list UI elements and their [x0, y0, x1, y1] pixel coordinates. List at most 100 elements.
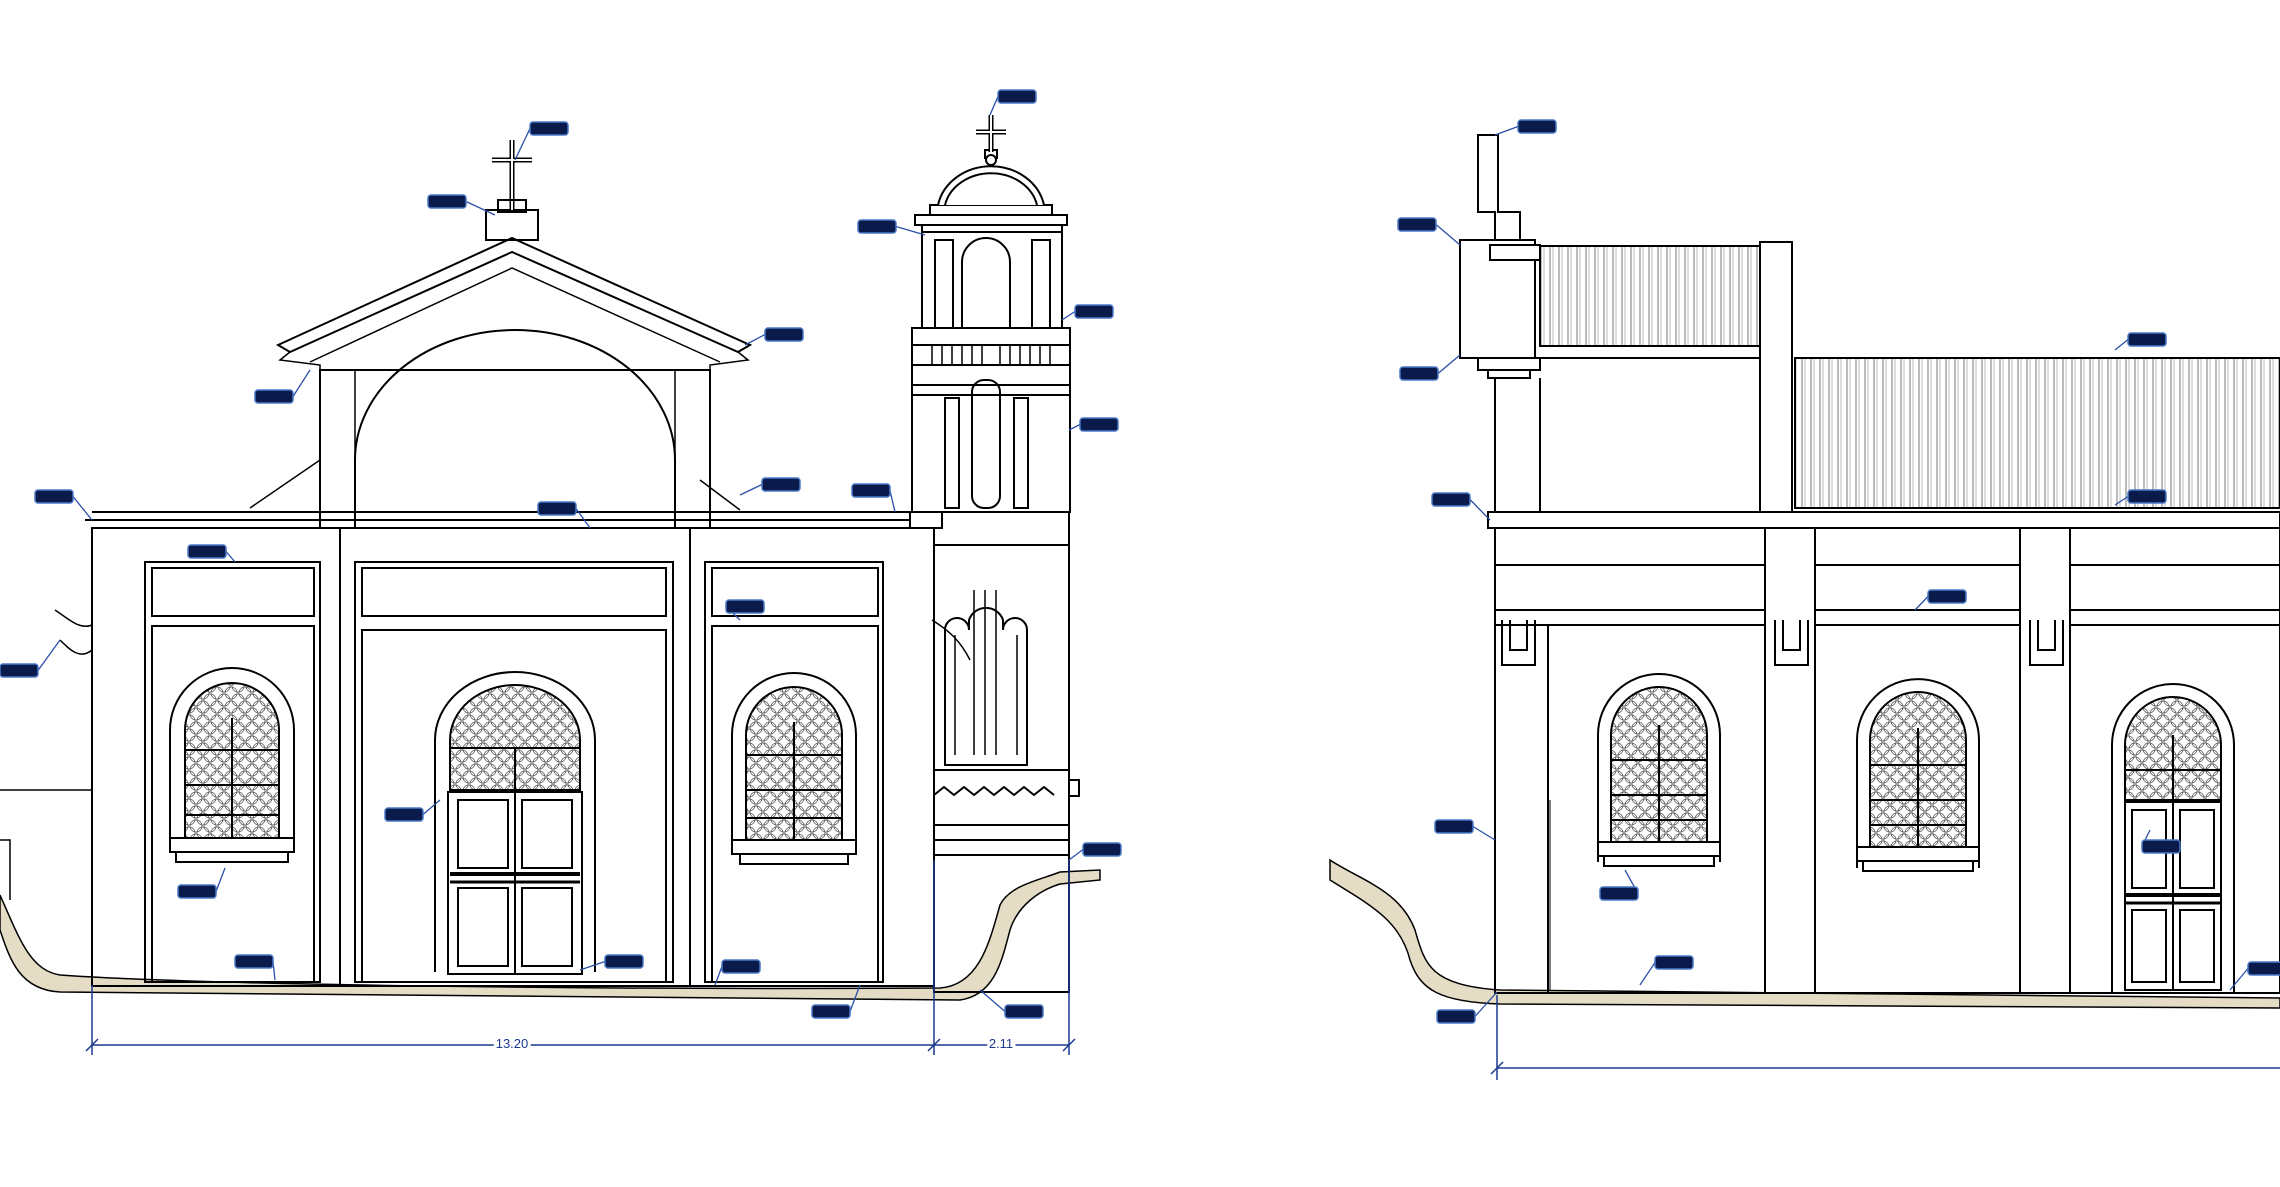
- annotation-tag: [1436, 991, 1498, 1024]
- annotation-leader: [2114, 495, 2129, 506]
- annotation-tag: [1397, 217, 1461, 246]
- annotation-tag-box: [34, 489, 74, 504]
- annotation-tag-box: [725, 599, 765, 614]
- annotation-tag: [857, 219, 926, 236]
- annotation-tag: [177, 867, 226, 899]
- annotation-leader: [1061, 310, 1076, 321]
- annotation-leader: [215, 867, 226, 892]
- annotation-tag: [254, 369, 311, 404]
- annotation-leader: [579, 960, 606, 971]
- annotation-tag-box: [1434, 819, 1474, 834]
- annotation-tag: [1639, 955, 1694, 986]
- annotation-tag: [2114, 489, 2167, 506]
- annotation-tag: [714, 959, 761, 986]
- annotation-tag: [1068, 842, 1122, 861]
- annotation-tag-box: [427, 194, 467, 209]
- annotation-tag: [1061, 304, 1114, 321]
- front-center-door: [434, 671, 596, 975]
- annotation-leader: [1472, 825, 1496, 841]
- annotation-tag: [811, 984, 861, 1019]
- annotation-tag: [1599, 869, 1639, 901]
- annotation-tag-box: [2127, 332, 2167, 347]
- annotation-tags: [0, 89, 2280, 1024]
- annotation-tag-box: [234, 954, 274, 969]
- annotation-leader: [1474, 991, 1498, 1017]
- side-door: [2111, 683, 2235, 992]
- annotation-leader: [1914, 596, 1929, 611]
- annotation-tag-box: [537, 501, 577, 516]
- annotation-tag: [2141, 829, 2181, 854]
- annotation-leader: [2114, 338, 2129, 351]
- annotation-tag-box: [187, 544, 227, 559]
- annotation-tag-box: [1074, 304, 1114, 319]
- annotation-tag: [2229, 961, 2280, 991]
- front-dimension-lines: [85, 860, 1076, 1055]
- side-dimension-lines: [1490, 995, 2280, 1080]
- annotation-tag-box: [2141, 839, 2181, 854]
- front-elevation: [0, 115, 1101, 1055]
- annotation-leader: [895, 225, 926, 236]
- annotation-tag-box: [761, 477, 801, 492]
- annotation-tag-box: [384, 807, 424, 822]
- annotation-leader: [989, 96, 999, 116]
- side-upper-block: [1494, 357, 1761, 513]
- annotation-tag-box: [529, 121, 569, 136]
- annotation-tag: [725, 599, 765, 621]
- annotation-leader: [514, 128, 531, 161]
- annotation-tag: [1399, 354, 1461, 381]
- annotation-tag-box: [1004, 1004, 1044, 1019]
- annotation-leader: [1068, 848, 1084, 861]
- annotation-tag: [744, 327, 804, 346]
- bell-tower: [909, 115, 1080, 993]
- annotation-tag-box: [1927, 589, 1967, 604]
- annotation-tag: [989, 89, 1037, 116]
- annotation-leader: [889, 490, 896, 513]
- annotation-tag-box: [177, 884, 217, 899]
- annotation-tag-box: [1436, 1009, 1476, 1024]
- annotation-tag-box: [764, 327, 804, 342]
- annotation-leader: [1068, 423, 1081, 431]
- annotation-leader: [739, 483, 763, 496]
- annotation-tag: [579, 954, 644, 971]
- annotation-tag: [2114, 332, 2167, 351]
- annotation-leader: [744, 333, 766, 346]
- annotation-tag-box: [997, 89, 1037, 104]
- annotation-tag: [514, 121, 569, 161]
- annotation-tag-box: [0, 663, 39, 678]
- annotation-leader: [465, 200, 496, 216]
- annotation-tag-box: [254, 389, 294, 404]
- gable-roof: [275, 236, 753, 354]
- side-elevation: [1329, 134, 2280, 1080]
- annotation-tag-box: [1599, 886, 1639, 901]
- annotation-tag: [34, 489, 93, 521]
- front-left-window: [169, 667, 295, 863]
- annotation-tag-box: [721, 959, 761, 974]
- side-window-1: [1597, 673, 1721, 867]
- annotation-leader: [1435, 224, 1461, 246]
- front-dim-main-label: 13.20: [496, 1036, 529, 1051]
- annotation-leader: [575, 508, 591, 529]
- annotation-tag-box: [1082, 842, 1122, 857]
- annotation-leader: [225, 551, 236, 563]
- annotation-tag: [234, 954, 276, 981]
- annotation-leader: [979, 989, 1006, 1012]
- annotation-tag: [0, 639, 61, 678]
- annotation-leader: [422, 799, 441, 815]
- annotation-tag: [979, 989, 1044, 1019]
- annotation-tag-box: [1399, 366, 1439, 381]
- annotation-tag: [1068, 417, 1119, 432]
- annotation-leader: [2229, 968, 2249, 991]
- annotation-leader: [714, 966, 723, 986]
- annotation-tag: [1434, 819, 1496, 841]
- gable-wall: [319, 369, 711, 529]
- annotation-tag-box: [604, 954, 644, 969]
- annotation-tag-box: [2247, 961, 2280, 976]
- annotation-tag-box: [1079, 417, 1119, 432]
- annotation-tag: [851, 483, 896, 513]
- annotation-leader: [292, 369, 311, 397]
- annotation-leader: [37, 639, 61, 671]
- side-ground-terrain: [1329, 858, 2280, 1009]
- annotation-tag-box: [1517, 119, 1557, 134]
- annotation-tag-box: [2127, 489, 2167, 504]
- gable-arch: [354, 329, 676, 528]
